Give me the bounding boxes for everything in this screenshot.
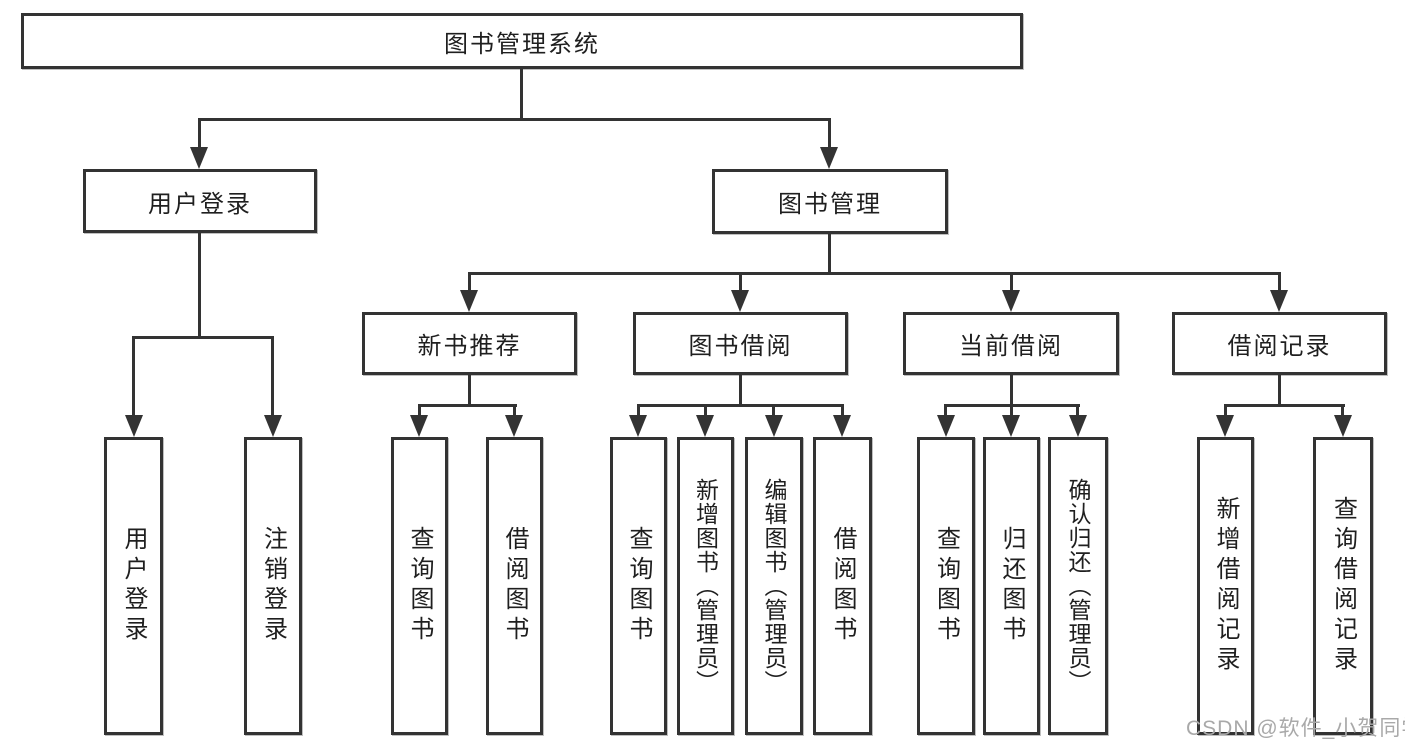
arrowhead-down-icon	[1002, 415, 1020, 437]
leaf-logout: 注销登录	[244, 437, 302, 735]
connector-line	[772, 404, 775, 417]
node-book-management: 图书管理	[712, 169, 948, 234]
connector-line	[198, 118, 201, 151]
node-current-borrowing: 当前借阅	[903, 312, 1119, 375]
connector-line	[271, 336, 274, 417]
connector-line	[513, 404, 516, 417]
arrowhead-down-icon	[190, 147, 208, 169]
leaf-edit-books-admin: 编辑图书（管理员）	[745, 437, 803, 735]
arrowhead-down-icon	[629, 415, 647, 437]
arrowhead-down-icon	[937, 415, 955, 437]
connector-line	[1010, 272, 1013, 292]
connector-line	[1341, 404, 1344, 417]
leaf-add-borrow-record: 新增借阅记录	[1197, 437, 1254, 735]
connector-line	[1076, 404, 1079, 417]
connector-line	[704, 404, 707, 417]
connector-line	[132, 336, 274, 339]
leaf-query-borrow-record: 查询借阅记录	[1313, 437, 1373, 735]
leaf-borrow-books-recommend: 借阅图书	[486, 437, 543, 735]
arrowhead-down-icon	[696, 415, 714, 437]
leaf-confirm-return-admin: 确认归还（管理员）	[1048, 437, 1108, 735]
leaf-borrow-books: 借阅图书	[813, 437, 872, 735]
arrowhead-down-icon	[1069, 415, 1087, 437]
node-root: 图书管理系统	[21, 13, 1023, 69]
connector-line	[468, 272, 471, 292]
connector-line	[1278, 272, 1281, 292]
leaf-return-books: 归还图书	[983, 437, 1040, 735]
connector-line	[739, 272, 742, 292]
arrowhead-down-icon	[125, 415, 143, 437]
connector-line	[841, 404, 844, 417]
connector-line	[1224, 404, 1227, 417]
arrowhead-down-icon	[1002, 290, 1020, 312]
leaf-query-books-recommend: 查询图书	[391, 437, 448, 735]
leaf-query-books-borrowing: 查询图书	[610, 437, 667, 735]
csdn-watermark: CSDN @软件_小贺同学	[1186, 717, 1405, 740]
connector-line	[520, 69, 523, 121]
connector-line	[739, 375, 742, 407]
connector-line	[637, 404, 640, 417]
connector-line	[468, 375, 471, 407]
arrowhead-down-icon	[1334, 415, 1352, 437]
leaf-add-books-admin: 新增图书（管理员）	[677, 437, 734, 735]
arrowhead-down-icon	[833, 415, 851, 437]
arrowhead-down-icon	[264, 415, 282, 437]
node-borrowing-records: 借阅记录	[1172, 312, 1387, 375]
connector-line	[1010, 404, 1013, 417]
connector-line	[418, 404, 421, 417]
arrowhead-down-icon	[1270, 290, 1288, 312]
connector-line	[132, 336, 135, 417]
arrowhead-down-icon	[820, 147, 838, 169]
connector-line	[944, 404, 947, 417]
connector-line	[468, 272, 1281, 275]
connector-line	[198, 233, 201, 339]
connector-line	[637, 404, 844, 407]
connector-line	[1278, 375, 1281, 407]
connector-line	[1010, 375, 1013, 407]
connector-line	[1224, 404, 1345, 407]
connector-line	[828, 118, 831, 151]
arrowhead-down-icon	[505, 415, 523, 437]
leaf-user-login: 用户登录	[104, 437, 163, 735]
node-new-book-recommend: 新书推荐	[362, 312, 577, 375]
arrowhead-down-icon	[765, 415, 783, 437]
leaf-query-books-current: 查询图书	[917, 437, 975, 735]
node-book-borrowing: 图书借阅	[633, 312, 848, 375]
connector-line	[198, 118, 831, 121]
connector-line	[828, 234, 831, 275]
arrowhead-down-icon	[731, 290, 749, 312]
arrowhead-down-icon	[460, 290, 478, 312]
connector-line	[418, 404, 517, 407]
arrowhead-down-icon	[1216, 415, 1234, 437]
arrowhead-down-icon	[410, 415, 428, 437]
node-user-login: 用户登录	[83, 169, 317, 233]
